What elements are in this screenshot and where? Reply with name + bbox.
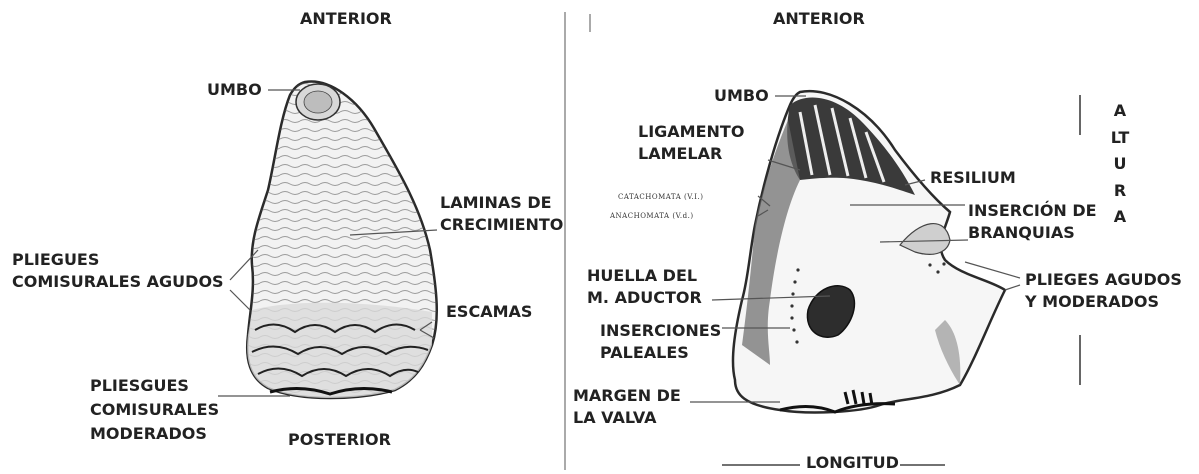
margen-line-1: MARGEN DE: [573, 385, 681, 407]
right-shell-illustration: [733, 91, 1005, 412]
altura-label: ALTURA: [1110, 98, 1130, 231]
ligamento-line-1: LIGAMENTO: [638, 121, 744, 143]
plieges-line-1: PLIEGES AGUDOS: [1025, 269, 1182, 291]
anachomata-label: ANACHOMATA (V.d.): [610, 212, 694, 220]
huella-label: HUELLA DEL M. ADUCTOR: [587, 265, 702, 309]
insercion-line-2: BRANQUIAS: [968, 222, 1097, 244]
catachomata-label: CATACHOMATA (V.I.): [618, 193, 703, 201]
insercion-label: INSERCIÓN DE BRANQUIAS: [968, 200, 1097, 244]
inserciones-line-2: PALEALES: [600, 342, 721, 364]
ligamento-line-2: LAMELAR: [638, 143, 744, 165]
plieges-label: PLIEGES AGUDOS Y MODERADOS: [1025, 269, 1182, 313]
pliegues-moderados-line-3: MODERADOS: [90, 422, 219, 446]
plieges-line-2: Y MODERADOS: [1025, 291, 1182, 313]
resilium-label: RESILIUM: [930, 167, 1016, 189]
pliegues-agudos-line-2: COMISURALES AGUDOS: [12, 271, 224, 293]
inserciones-label: INSERCIONES PALEALES: [600, 320, 721, 364]
margen-line-2: LA VALVA: [573, 407, 681, 429]
pliegues-moderados-line-1: PLIESGUES: [90, 374, 219, 398]
right-anterior-label: ANTERIOR: [773, 8, 865, 30]
laminas-line-1: LAMINAS DE: [440, 192, 563, 214]
posterior-label: POSTERIOR: [288, 429, 391, 451]
huella-line-1: HUELLA DEL: [587, 265, 702, 287]
right-umbo-label: UMBO: [714, 85, 769, 107]
pliegues-moderados-label: PLIESGUES COMISURALES MODERADOS: [90, 374, 219, 446]
left-anterior-label: ANTERIOR: [300, 8, 392, 30]
left-shell-illustration: [247, 82, 437, 398]
pliegues-moderados-line-2: COMISURALES: [90, 398, 219, 422]
laminas-line-2: CRECIMIENTO: [440, 214, 563, 236]
huella-line-2: M. ADUCTOR: [587, 287, 702, 309]
left-umbo-label: UMBO: [207, 79, 262, 101]
pliegues-agudos-line-1: PLIEGUES: [12, 249, 224, 271]
escamas-label: ESCAMAS: [446, 301, 532, 323]
laminas-label: LAMINAS DE CRECIMIENTO: [440, 192, 563, 236]
margen-label: MARGEN DE LA VALVA: [573, 385, 681, 429]
inserciones-line-1: INSERCIONES: [600, 320, 721, 342]
insercion-line-1: INSERCIÓN DE: [968, 200, 1097, 222]
pliegues-agudos-label: PLIEGUES COMISURALES AGUDOS: [12, 249, 224, 293]
longitud-label: LONGITUD: [806, 452, 899, 474]
ligamento-label: LIGAMENTO LAMELAR: [638, 121, 744, 165]
